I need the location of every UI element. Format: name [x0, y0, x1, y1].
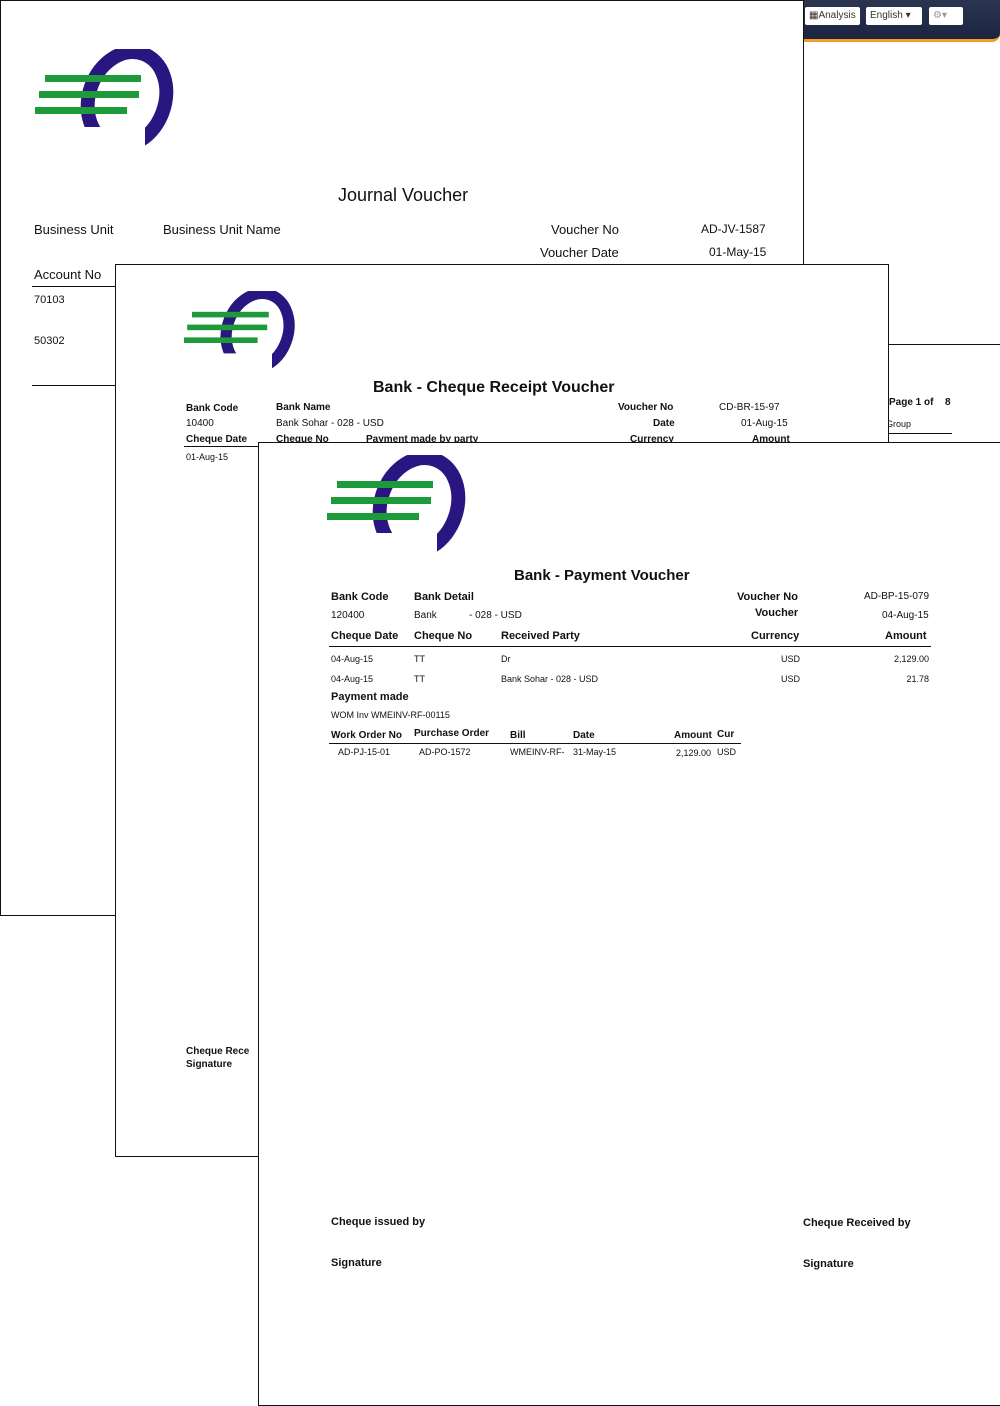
signature-label: Signature — [186, 1059, 233, 1070]
company-logo — [35, 49, 175, 159]
account-no: 70103 — [34, 294, 65, 306]
cell: USD — [781, 654, 801, 664]
cell: 31-May-15 — [573, 747, 617, 757]
cell: WMEINV-RF- — [510, 747, 565, 757]
voucher-no-label: Voucher No — [551, 222, 619, 237]
page-title: Bank - Cheque Receipt Voucher — [373, 379, 615, 396]
bank-name-label: Bank Name — [276, 402, 331, 413]
cell: 21.78 — [906, 674, 929, 684]
page-title: Journal Voucher — [338, 185, 469, 205]
bank-code-label: Bank Code — [331, 591, 389, 603]
bank-code: 120400 — [331, 610, 365, 621]
col-header: Amount — [885, 630, 927, 642]
company-logo — [184, 291, 304, 371]
group-label: Group — [886, 419, 912, 429]
page-title: Bank - Payment Voucher — [514, 567, 690, 584]
cell: AD-PO-1572 — [419, 747, 471, 757]
col-header: Currency — [630, 434, 674, 445]
col-header: Work Order No — [331, 730, 402, 741]
bank-detail-label: Bank Detail — [414, 591, 474, 603]
app-toolbar: ▦Analysis English ▾ ⚙▾ — [803, 0, 1000, 42]
signature-label: Signature — [803, 1258, 854, 1270]
company-logo — [327, 455, 467, 565]
bank-code-label: Bank Code — [186, 403, 239, 414]
payment-voucher-page: Bank - Payment Voucher Bank Code 120400 … — [258, 442, 1000, 1406]
col-header: Payment made by party — [366, 434, 479, 445]
col-header: Purchase Order — [414, 728, 490, 739]
cell: AD-PJ-15-01 — [338, 747, 391, 757]
account-no-label: Account No — [34, 267, 102, 282]
col-header: Bill — [510, 730, 526, 741]
bank-name: Bank Sohar - 028 - USD — [276, 418, 384, 429]
analysis-label: Analysis — [818, 10, 856, 21]
bank-detail: - 028 - USD — [469, 610, 522, 621]
col-header: Currency — [751, 630, 800, 642]
voucher-no-label: Voucher No — [618, 402, 674, 413]
voucher-date: 04-Aug-15 — [882, 610, 929, 621]
analysis-button[interactable]: ▦Analysis — [805, 7, 860, 25]
cell: USD — [781, 674, 801, 684]
voucher-date: 01-May-15 — [709, 245, 767, 259]
date-label: Date — [653, 418, 675, 429]
cheque-received-label: Cheque Rece — [186, 1046, 250, 1057]
voucher-no: AD-BP-15-079 — [864, 591, 930, 602]
col-header: Cheque No — [276, 434, 329, 445]
cell: 04-Aug-15 — [331, 674, 374, 684]
cell: TT — [414, 674, 425, 684]
cheque-date: 01-Aug-15 — [186, 452, 229, 462]
business-unit-label: Business Unit — [34, 222, 114, 237]
cheque-issued-by-label: Cheque issued by — [331, 1216, 426, 1228]
cell: 04-Aug-15 — [331, 654, 374, 664]
language-select[interactable]: English ▾ — [866, 7, 922, 25]
cheque-received-by-label: Cheque Received by — [803, 1217, 911, 1229]
language-value: English — [870, 10, 903, 21]
page-total: 8 — [945, 397, 951, 408]
chevron-down-icon: ▾ — [905, 10, 911, 21]
bank-code: 10400 — [186, 418, 214, 429]
voucher-no: AD-JV-1587 — [701, 222, 766, 236]
voucher-no-label: Voucher No — [737, 591, 798, 603]
col-header: Received Party — [501, 630, 580, 642]
voucher-date-label: Voucher Date — [540, 245, 619, 260]
signature-label: Signature — [331, 1257, 382, 1269]
voucher-no: CD-BR-15-97 — [719, 402, 780, 413]
col-header: Date — [573, 730, 595, 741]
col-header: Cur — [717, 729, 735, 740]
cell: 2,129.00 — [893, 654, 929, 664]
grid-icon: ▦ — [809, 10, 819, 21]
col-header: Amount — [752, 434, 790, 445]
cell: Bank Sohar - 028 - USD — [501, 674, 599, 684]
cell: Dr — [501, 654, 511, 664]
col-header: Cheque Date — [186, 434, 248, 445]
cell: TT — [414, 654, 425, 664]
col-header: Amount — [674, 730, 712, 741]
page-label: Page 1 of — [889, 397, 934, 408]
cell: 2,129.00 — [676, 748, 712, 758]
business-unit-name-label: Business Unit Name — [163, 222, 281, 237]
settings-button[interactable]: ⚙▾ — [929, 7, 963, 25]
payment-made-label: Payment made — [331, 691, 409, 703]
voucher-date-label: Voucher — [755, 607, 799, 619]
col-header: Cheque Date — [331, 630, 399, 642]
bank-detail: Bank — [414, 610, 437, 621]
date: 01-Aug-15 — [741, 418, 788, 429]
cell: USD — [717, 747, 737, 757]
payment-made: WOM Inv WMEINV-RF-00115 — [331, 710, 450, 720]
account-no: 50302 — [34, 335, 65, 347]
gear-icon: ⚙▾ — [933, 10, 947, 21]
col-header: Cheque No — [414, 630, 473, 642]
